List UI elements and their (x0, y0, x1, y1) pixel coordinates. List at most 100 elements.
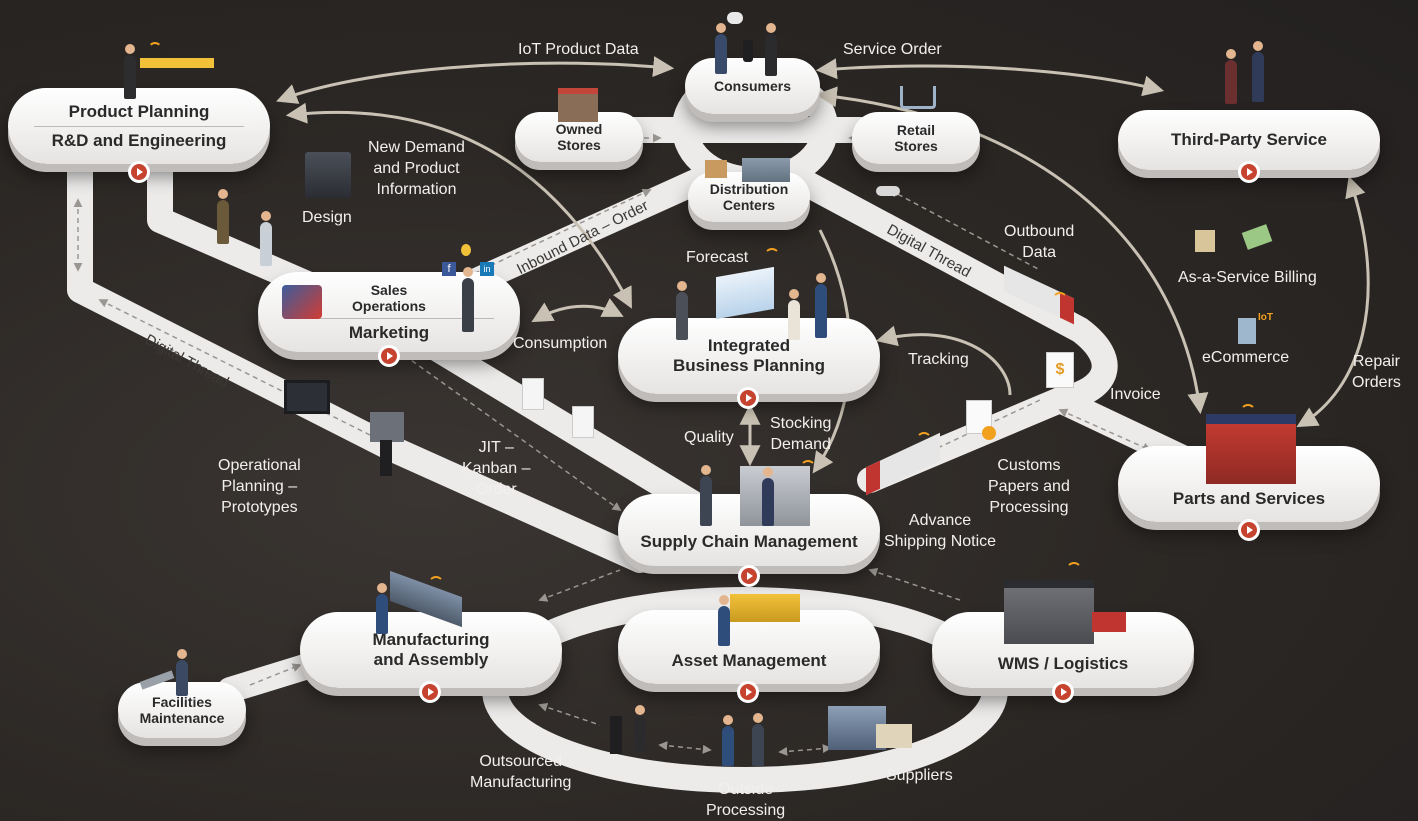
invoice-label: Invoice (1110, 386, 1161, 403)
distribution-centers-label: Distribution Centers (709, 180, 789, 213)
service-order-label: Service Order (843, 41, 942, 58)
curved-flows (276, 56, 1370, 474)
linkedin-icon: in (480, 262, 494, 276)
integrated-business-planning-node[interactable]: Integrated Business Planning (618, 318, 880, 394)
node-divider (34, 125, 244, 127)
iot-product-data-label: IoT Product Data (518, 41, 639, 58)
consumer-figure (765, 23, 777, 76)
service-center-building-icon (1206, 414, 1296, 484)
wifi-icon (1052, 292, 1068, 308)
play-icon[interactable] (131, 164, 147, 180)
planner-figure (815, 273, 827, 338)
stocking-demand-label: Stocking Demand (770, 415, 832, 453)
facebook-icon: f (442, 262, 456, 276)
manufacturing-node[interactable]: Manufacturing and Assembly (300, 612, 562, 688)
wifi-icon (764, 248, 780, 264)
kiosk-icon (610, 716, 622, 754)
product-planning-label: Product Planning (68, 101, 210, 121)
customs-label: Customs Papers and Processing (988, 457, 1070, 516)
wifi-icon (800, 460, 816, 476)
play-icon[interactable] (381, 348, 397, 364)
consumer-figure (715, 23, 727, 74)
manufacturing-label: Manufacturing and Assembly (372, 630, 490, 669)
jit-kanban-label: JIT – Kanban – Order (462, 439, 531, 498)
iot-badge: IoT (1258, 312, 1273, 323)
product-planning-node[interactable]: Product Planning R&D and Engineering (8, 88, 270, 164)
engineer-figure (124, 44, 136, 99)
engineer-figure (217, 189, 229, 244)
truck-icon (1092, 612, 1126, 632)
outsourced-manufacturing-label: Outsourced Manufacturing (470, 753, 572, 791)
worker-figure (722, 715, 734, 766)
laptop-icon (284, 380, 330, 414)
quality-label: Quality (684, 429, 734, 446)
play-icon[interactable] (1241, 164, 1257, 180)
document-icon (572, 406, 594, 438)
worker-figure (376, 583, 388, 634)
repair-orders-label: Repair Orders (1352, 353, 1401, 391)
advance-shipping-label: Advance Shipping Notice (884, 512, 997, 550)
operator-figure (700, 465, 712, 526)
iot-building-icon (1238, 318, 1256, 344)
retail-stores-node[interactable]: Retail Stores (852, 112, 980, 164)
facilities-label: Facilities Maintenance (139, 693, 225, 726)
assembly-line-icon (730, 594, 800, 622)
wifi-icon (1066, 562, 1082, 578)
customer-figure (1252, 41, 1264, 102)
warehouse-building-icon (1004, 580, 1094, 644)
consumption-label: Consumption (513, 335, 608, 352)
scm-label: Supply Chain Management (640, 532, 858, 552)
retail-stores-label: Retail Stores (894, 121, 938, 154)
store-icon (558, 88, 598, 122)
play-icon[interactable] (741, 568, 757, 584)
play-icon[interactable] (1055, 684, 1071, 700)
wms-label: WMS / Logistics (997, 654, 1129, 674)
ecommerce-label: eCommerce (1202, 349, 1290, 366)
play-icon[interactable] (1241, 522, 1257, 538)
warehouse-icon (742, 158, 790, 182)
third-party-service-label: Third-Party Service (1171, 130, 1327, 150)
play-icon[interactable] (740, 684, 756, 700)
wifi-icon (1240, 404, 1256, 420)
asset-management-label: Asset Management (671, 651, 827, 671)
operator-figure (762, 467, 774, 526)
drafting-desk-icon (140, 58, 214, 68)
wifi-icon (428, 576, 444, 592)
box-icon (705, 160, 727, 178)
server-icon (370, 412, 404, 442)
node-divider (284, 317, 494, 319)
third-party-service-node[interactable]: Third-Party Service (1118, 110, 1380, 170)
invoice-document-icon: $ (1046, 352, 1074, 388)
parts-services-label: Parts and Services (1172, 489, 1326, 509)
play-icon[interactable] (422, 684, 438, 700)
play-icon[interactable] (740, 390, 756, 406)
consumers-node[interactable]: Consumers (685, 58, 820, 114)
as-a-service-billing-label: As-a-Service Billing (1178, 269, 1317, 286)
planner-figure (788, 289, 800, 340)
document-icon (522, 378, 544, 410)
shopping-cart-icon (900, 86, 936, 109)
asset-management-node[interactable]: Asset Management (618, 610, 880, 684)
delivery-truck-icon (876, 724, 912, 748)
marketing-label: Marketing (348, 322, 430, 342)
engineer-figure (260, 211, 272, 266)
design-workstation-icon (305, 152, 351, 198)
lightbulb-icon (461, 244, 471, 256)
consumers-label: Consumers (713, 77, 792, 94)
sales-operations-label: Sales Operations (352, 281, 426, 314)
billing-icon (1195, 230, 1215, 252)
design-label: Design (302, 209, 352, 226)
worker-figure (718, 595, 730, 646)
forecast-label: Forecast (686, 249, 749, 266)
technician-figure (176, 649, 188, 696)
server-stand-icon (380, 440, 392, 476)
tracking-label: Tracking (908, 351, 969, 368)
cloud-icon (727, 12, 743, 24)
checkmark-icon (982, 426, 996, 440)
worker-figure (752, 713, 764, 766)
rnd-engineering-label: R&D and Engineering (51, 130, 227, 150)
ibp-label: Integrated Business Planning (672, 336, 826, 375)
planner-figure (676, 281, 688, 340)
chart-stack-icon (282, 285, 322, 319)
operational-planning-label: Operational Planning – Prototypes (218, 457, 301, 516)
